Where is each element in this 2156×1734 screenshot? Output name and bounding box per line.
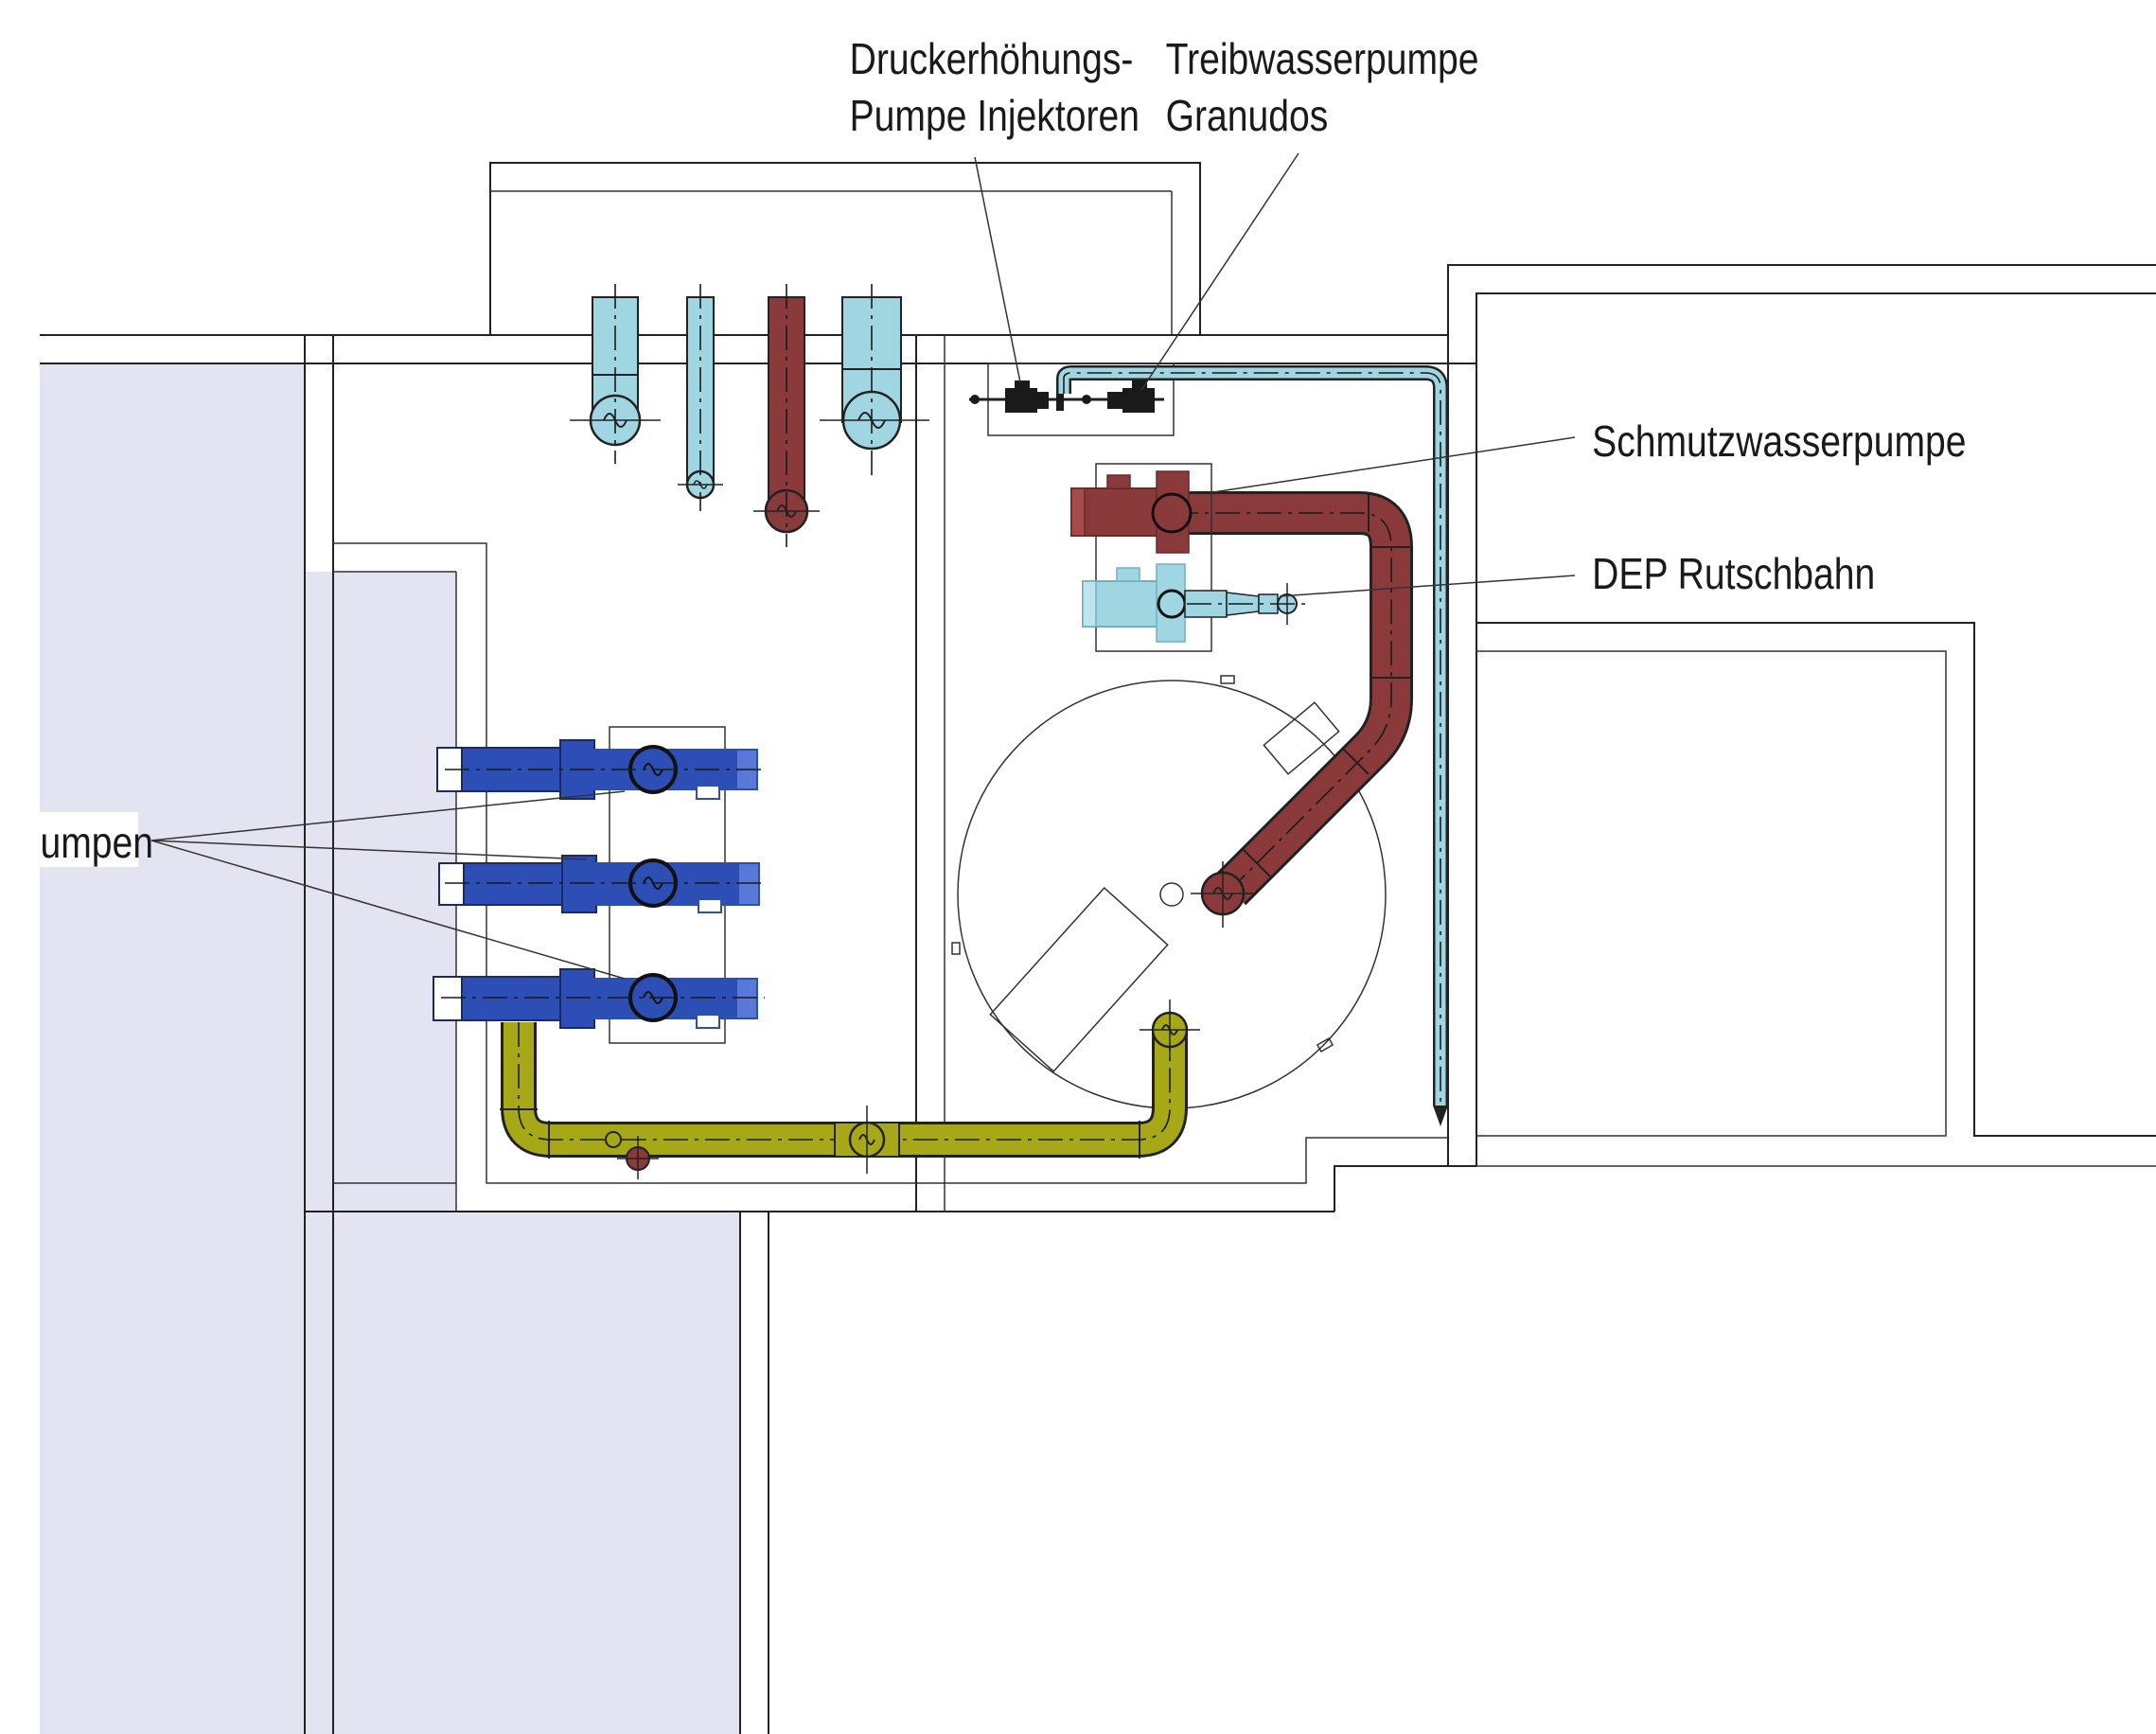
yellow-return-pipe: [500, 1000, 1200, 1179]
pressure-pump-label-line1: Druckerhöhungs-: [850, 35, 1134, 84]
labels: Druckerhöhungs- Pumpe Injektoren Treibwa…: [40, 35, 1966, 868]
dep-slide-pump: [1082, 563, 1306, 643]
pressure-pump-label-line2: Pumpe Injektoren: [850, 92, 1140, 141]
dirty-water-pipe: [1174, 491, 1413, 928]
filter-pump-1: [436, 739, 765, 800]
motive-pump-icon: [1082, 380, 1155, 413]
leader-lines: [150, 152, 1576, 980]
filter-pumps: [433, 726, 765, 1044]
dirty-water-pump-label: Schmutzwasserpumpe: [1592, 417, 1966, 467]
filter-pump-2: [438, 855, 765, 913]
filter-pump-3: [433, 968, 765, 1029]
motive-pump-label-line2: Granudos: [1166, 92, 1329, 141]
dirty-water-pump: [1070, 463, 1212, 652]
light-blue-supply-pipe: [1056, 365, 1448, 1126]
basin-areas: [40, 363, 740, 1734]
top-pipe-risers: [570, 284, 929, 547]
pressure-pump-icon: [970, 380, 1064, 413]
motive-pump-label-line1: Treibwasserpumpe: [1166, 35, 1479, 84]
dep-slide-label: DEP Rutschbahn: [1592, 550, 1875, 599]
filter-pumps-label: umpen: [41, 819, 154, 868]
small-pump-group: [969, 363, 1175, 436]
